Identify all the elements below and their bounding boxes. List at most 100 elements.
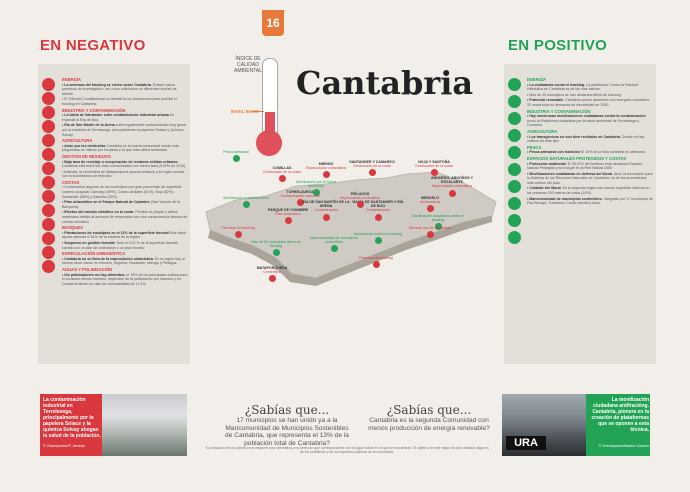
negative-marker-icon (322, 213, 330, 221)
item-text: Cantabria podría abastecer con energías … (527, 98, 650, 107)
topic-icon (42, 162, 55, 175)
negative-marker-icon (368, 169, 376, 177)
item-text: Arca, la Asociación para la Defensa de l… (527, 171, 653, 185)
list-item: • Construcción algunos de los municipios… (62, 185, 188, 199)
negative-marker-icon (296, 199, 304, 207)
caption-left-text: La contaminación industrial en Torrelave… (43, 397, 101, 439)
list-item: • La bahía de Santander sufre contaminac… (62, 113, 188, 122)
section-heading: GESTIÓN DE RESIDUOS (62, 153, 111, 159)
item-text: • El Tribunal Constitucional no admitió … (62, 97, 177, 106)
negative-marker-icon (426, 205, 434, 213)
list-item: • La amenaza del fracking se cierne sobr… (62, 83, 188, 97)
negative-marker-icon (372, 261, 380, 269)
map-pin-name: PIÉLAGOS (350, 192, 370, 196)
item-text: Existen varios permisos de investigación… (62, 82, 177, 96)
map-pin: Permisos de fracking (212, 226, 264, 239)
map-pin-desc: Más de 30 municipios libres de fracking (251, 240, 301, 249)
item-bold: • Plantaciones de eucaliptos en el 11% d… (62, 230, 169, 235)
negative-marker-icon (234, 231, 242, 239)
topic-icon (42, 106, 55, 119)
item-bold: • Mancomunidad de municipios sostenibles… (527, 196, 603, 201)
item-text: sufren igualmente contaminación muy grav… (62, 123, 187, 137)
map-pin: Movilización ciudadana contra el frackin… (412, 214, 464, 231)
map-pin: Permisos de fracking (350, 256, 402, 269)
caption-left-credit: © Greenpeace/F. Arnedo (43, 444, 85, 448)
topic-icon (508, 231, 521, 244)
photo-industry (102, 394, 187, 456)
section-heading: INDUSTRIA Y CONTAMINACIÓN (527, 108, 591, 114)
thermometer-level (265, 112, 275, 140)
page-number: 16 (262, 10, 284, 36)
map-pin-name: COMILLAS (272, 166, 292, 170)
map-pin: Movilización por la Salud ambiental (290, 180, 342, 197)
item-bold: • Movilizaciones ciudadanas en defensa d… (527, 171, 614, 176)
topic-icon (42, 78, 55, 91)
topic-icon (42, 204, 55, 217)
item-text: • Además, la cementera de Mataporquera q… (62, 169, 185, 179)
caption-box-left (40, 394, 102, 456)
section-heading: AGRICULTURA (527, 128, 558, 134)
negative-heading: EN NEGATIVO (40, 37, 146, 54)
item-text: • Más de 30 municipios se han declarado … (527, 92, 621, 97)
map-pin-desc: Permisos de fracking (221, 226, 255, 230)
item-text: Cantabria es la cuarta comunidad donde m… (62, 143, 179, 153)
list-item: • Además, la cementera de Mataporquera q… (62, 170, 188, 179)
section-heading: ENERGÍA (527, 77, 547, 82)
topic-icon (42, 218, 55, 231)
item-bold: • Amor por los herbicidas (62, 143, 106, 148)
list-item: • Mancomunidad de municipios sostenibles… (527, 197, 654, 206)
topic-icon (508, 146, 521, 159)
protest-banner: URA (506, 436, 546, 450)
caption-right-text: La movilización ciudadana antifracking. … (591, 397, 649, 433)
list-item: • Hay numerosas movilizaciones ciudadana… (527, 114, 654, 128)
item-text: Este árbol aporta además el 81% de la ma… (62, 230, 186, 240)
list-item: • Potencial renovable. Cantabria podría … (527, 98, 654, 107)
negative-panel (38, 64, 190, 364)
item-bold: • La amenaza del fracking se cierne sobr… (62, 82, 152, 87)
caption-right-credit: © Greenpeace/Nacho Cubero (598, 444, 649, 448)
section-heading: INDUSTRIA Y CONTAMINACIÓN (62, 107, 126, 113)
topic-icon (42, 190, 55, 203)
section-heading: COSTAS (62, 179, 80, 185)
map-pin-desc: Movilización contra el fracking (354, 232, 402, 236)
section-heading: ESPECULACIÓN URBANÍSTICA (62, 251, 126, 257)
list-item: • La ciudadanía contra el fracking. La p… (527, 83, 654, 92)
positive-marker-icon (272, 249, 280, 257)
topic-icon (508, 180, 521, 193)
positive-list: ENERGÍA• La ciudadanía contra el frackin… (527, 76, 654, 207)
map-pin-name: SANTANDER Y CAMARGO (349, 160, 395, 164)
map-pin: Mancomunidad de municipios sostenibles (308, 236, 360, 253)
list-item: • Pesca artesanal con tradición El 10% d… (527, 150, 654, 155)
negative-marker-icon (430, 169, 438, 177)
map-pin-desc: Destrucción de la costa (263, 170, 301, 175)
list-item: • Amor por los herbicidas Cantabria es l… (62, 144, 188, 153)
negative-marker-icon (374, 213, 382, 221)
list-item: • El Tribunal Constitucional no admitió … (62, 97, 188, 106)
topic-icon (42, 246, 55, 259)
map-pin-desc: Plan urbanístico (275, 212, 301, 217)
list-item: • Cuidado del litoral. Es la segunda reg… (527, 186, 654, 195)
item-bold: • Protección ambiental. (527, 161, 567, 166)
negative-list: ENERGÍA• La amenaza del fracking se cier… (62, 76, 188, 287)
list-item: • Cantabria no se libra de la especulaci… (62, 257, 188, 266)
positive-marker-icon (232, 155, 240, 163)
item-bold: • Sin polinizadores no hay alimentos: (62, 272, 126, 277)
map-pin: Movilización ciudadana Arca (220, 196, 272, 209)
level-marker (252, 111, 264, 112)
map-pin-desc: Especulación urbanística (432, 184, 472, 189)
map-pin-name: PARQUE DE OYAMBRE (267, 208, 309, 212)
map-pin: Movilización contra el fracking (352, 232, 404, 245)
item-text: el 78% de los principales cultivos para … (62, 272, 188, 286)
map-pin-name: NOJA Y SANTOÑA (418, 160, 450, 164)
topic-icon (42, 176, 55, 189)
quality-index-label: ÍNDICE DE CALIDAD AMBIENTAL (234, 56, 262, 74)
list-item: • Ría de San Martín de la Arena sufren i… (62, 123, 188, 137)
section-heading: BOSQUES (62, 225, 83, 231)
list-item: • Plantaciones de eucaliptos en el 11% d… (62, 231, 188, 240)
item-text: Pérdida de playas y daños materiales deb… (62, 210, 188, 224)
item-text: Integrada por 17 municipios de Pas-Besay… (527, 196, 654, 206)
